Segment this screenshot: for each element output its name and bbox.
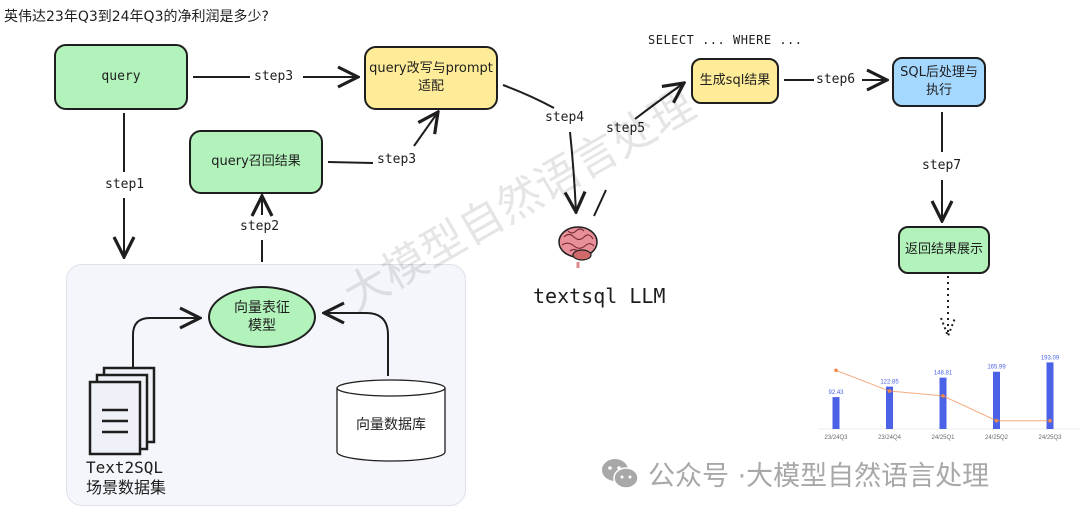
chart-bar: [886, 386, 893, 429]
rewrite-node[interactable]: query改写与prompt 适配: [364, 46, 498, 110]
gensql-node[interactable]: 生成sql结果: [691, 58, 779, 104]
chart-line-point: [887, 389, 892, 393]
chart-bar: [939, 377, 947, 429]
chart-data-label: 148.81: [934, 371, 953, 377]
sql-hint-text: SELECT ... WHERE ...: [648, 33, 803, 47]
recall-node[interactable]: query召回结果: [189, 130, 323, 194]
gensql-node-label: 生成sql结果: [699, 73, 771, 88]
chart-data-label: 193.09: [1041, 355, 1060, 361]
vector-db-label: 向量数据库: [356, 417, 426, 433]
chart-bar: [1046, 362, 1054, 429]
chart-category-label: 24/25Q1: [931, 435, 955, 441]
dataset-label-line2: 场景数据集: [86, 478, 167, 497]
step3-label-bottom: step3: [377, 152, 417, 167]
display-node[interactable]: 返回结果展示: [898, 226, 990, 274]
chart-category-label: 23/24Q4: [878, 435, 902, 441]
step4-label: step4: [545, 110, 585, 125]
chart-bar: [832, 397, 840, 429]
chart-category-label: 23/24Q3: [824, 435, 848, 441]
query-node-label: query: [101, 69, 141, 84]
step7-label: step7: [922, 158, 962, 173]
footer: 公众号 · 大模型自然语言处理: [600, 454, 989, 493]
step6-label: step6: [816, 72, 856, 87]
chart-line-point: [994, 418, 999, 423]
brain-icon: [556, 222, 600, 270]
display-node-label: 返回结果展示: [904, 242, 983, 257]
step3-label-top: step3: [254, 69, 294, 84]
llm-label: textsql LLM: [533, 284, 666, 308]
dataset-label-line1: Text2SQL: [86, 458, 164, 477]
step1-label: step1: [105, 177, 145, 192]
chart-line-point: [834, 368, 838, 373]
chart-line-point: [1048, 418, 1052, 423]
chart-data-label: 92.43: [828, 390, 844, 396]
arrow-recall-to-rewrite: [327, 161, 374, 164]
post-process-node[interactable]: SQL后处理与 执行: [892, 57, 986, 107]
embedding-model-node[interactable]: 向量表征 模型: [208, 286, 316, 348]
footer-prefix: 公众号 ·: [648, 461, 747, 492]
chart-data-label: 165.99: [987, 365, 1006, 371]
chart-data-label: 122.85: [880, 380, 899, 386]
wechat-icon: [602, 458, 639, 489]
embedding-model-label: 向量表征 模型: [234, 300, 290, 334]
dataset-label: Text2SQL 场景数据集: [86, 458, 166, 498]
footer-account-name: 大模型自然语言处理: [746, 461, 990, 492]
cylinder-database-icon[interactable]: [335, 378, 447, 464]
query-node[interactable]: query: [54, 44, 188, 110]
document-stack-icon: [88, 366, 158, 456]
rewrite-node-label: query改写与prompt 适配: [369, 61, 493, 94]
chart-bar: [993, 371, 1000, 429]
step2-label: step2: [240, 219, 280, 234]
arrow-llm-to-gensql: [593, 189, 607, 217]
arrow-rewrite-to-llm: [502, 84, 555, 109]
post-process-node-label: SQL后处理与 执行: [900, 65, 978, 98]
question-text: 英伟达23年Q3到24年Q3的净利润是多少?: [4, 9, 269, 25]
chart-category-label: 24/25Q3: [1038, 435, 1062, 441]
chart-line-point: [941, 394, 945, 398]
chart-category-label: 24/25Q2: [985, 435, 1009, 441]
step5-label: step5: [606, 121, 646, 136]
recall-node-label: query召回结果: [211, 154, 301, 169]
